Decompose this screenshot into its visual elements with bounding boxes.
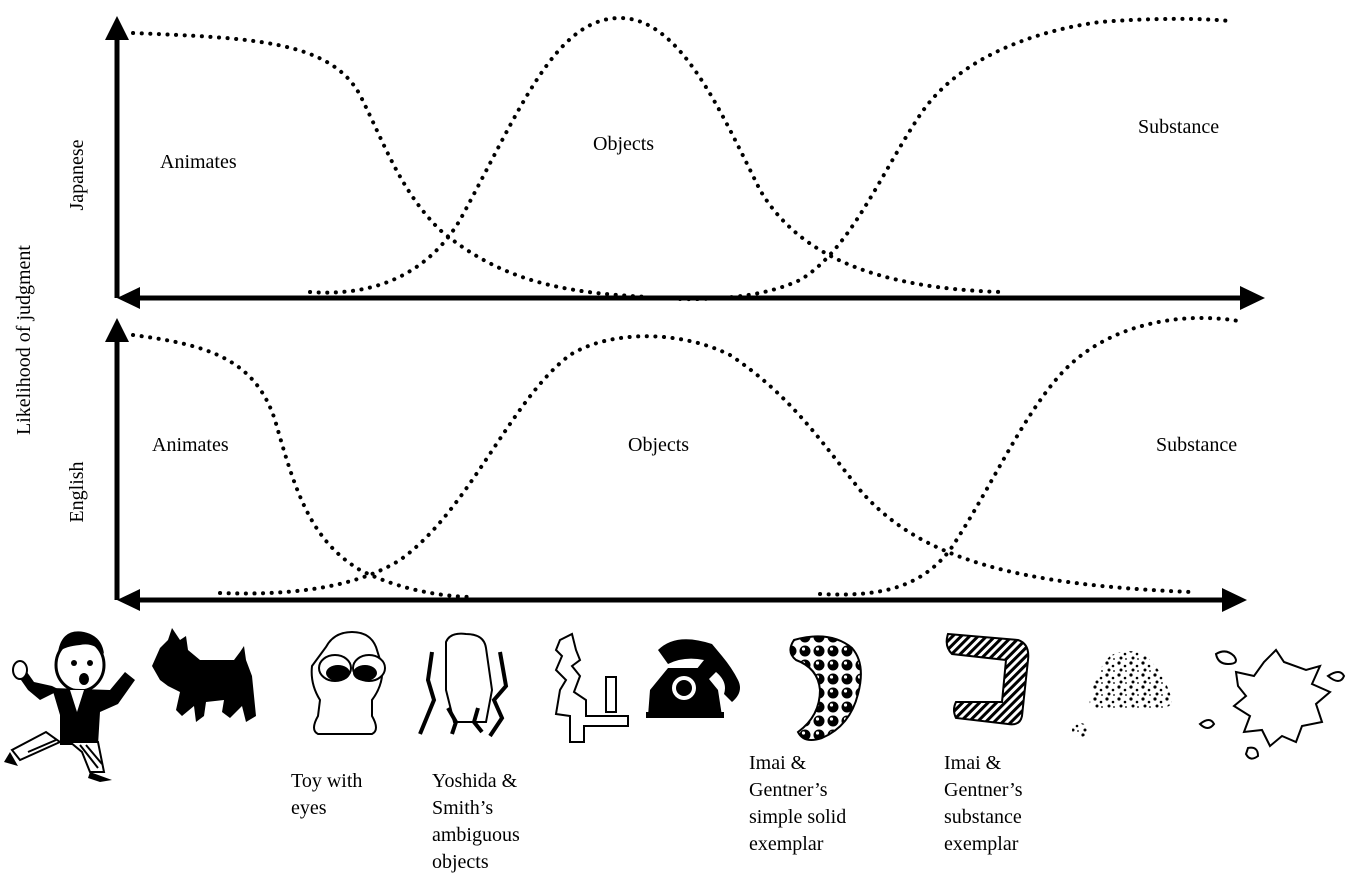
japanese-row-label: Japanese	[66, 139, 88, 210]
caption-imai-gentner-solid: Imai & Gentner’s simple solid exemplar	[749, 752, 847, 855]
japanese-objects-label: Objects	[593, 133, 654, 155]
caption-toy-with-eyes: Toy with eyes	[291, 770, 363, 819]
japanese-animates-label: Animates	[160, 151, 237, 173]
japanese-x-axis-left-arrowhead	[117, 287, 140, 309]
ambiguous-object-icon	[418, 632, 509, 738]
japanese-animates-curve	[131, 31, 652, 299]
english-x-axis-right-arrowhead	[1222, 588, 1247, 612]
english-panel: English Animates Objects Substance	[66, 315, 1247, 612]
english-substance-label: Substance	[1156, 434, 1237, 456]
english-objects-curve	[218, 334, 1192, 596]
y-axis-label: Likelihood of judgment	[13, 245, 35, 435]
toy-with-eyes-icon	[310, 630, 386, 735]
english-objects-label: Objects	[628, 434, 689, 456]
caption-imai-gentner-substance: Imai & Gentner’s substance exemplar	[944, 752, 1023, 855]
japanese-substance-label: Substance	[1138, 116, 1219, 138]
telephone-icon	[646, 639, 740, 718]
substance-exemplar-icon	[945, 632, 1030, 726]
sand-pile-icon	[1072, 651, 1172, 737]
japanese-objects-curve	[308, 15, 1002, 295]
english-y-axis-arrowhead	[105, 318, 129, 342]
simple-solid-icon	[789, 635, 862, 741]
man-icon	[4, 631, 135, 782]
english-substance-curve	[818, 315, 1245, 597]
english-x-axis-left-arrowhead	[117, 589, 140, 611]
english-animates-curve	[131, 333, 472, 599]
caption-yoshida-smith: Yoshida & Smith’s ambiguous objects	[432, 770, 520, 873]
english-row-label: English	[66, 461, 88, 522]
splash-icon	[1198, 648, 1346, 760]
english-animates-label: Animates	[152, 434, 229, 456]
abstract-block-icon	[554, 632, 629, 743]
japanese-substance-curve	[678, 16, 1232, 302]
japanese-x-axis-right-arrowhead	[1240, 286, 1265, 310]
japanese-panel: Japanese Animates Objects Substance	[66, 15, 1265, 310]
japanese-y-axis-arrowhead	[105, 16, 129, 40]
dog-icon	[152, 628, 256, 722]
